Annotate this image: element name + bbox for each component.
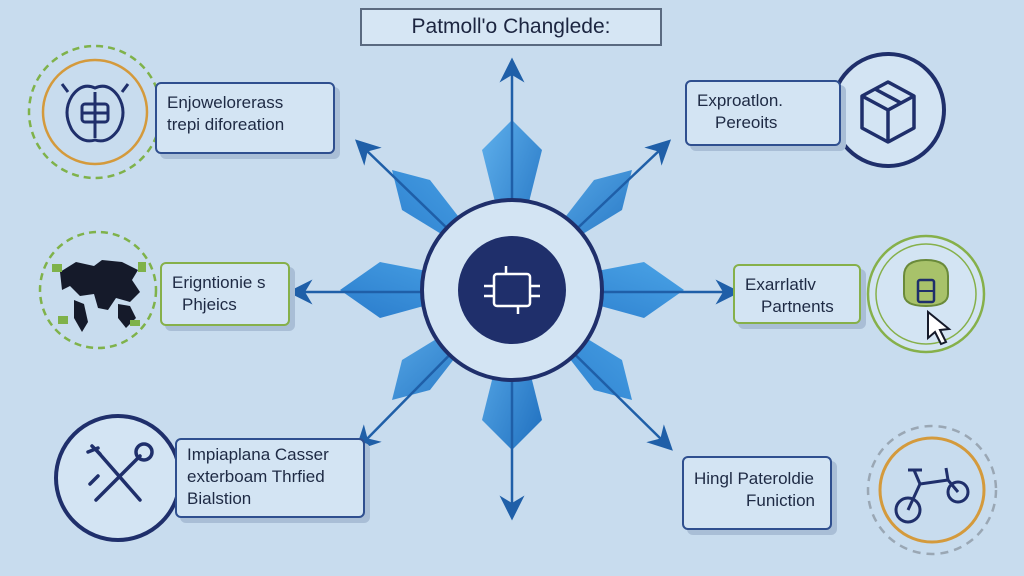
node-label-line: Exarrlatlv (745, 275, 816, 294)
node-label-line: Funiction (746, 491, 815, 510)
bicycle-icon-node (866, 424, 998, 556)
node-label-line: exterboam Thrfied (187, 467, 325, 486)
node-label-bottom-left: Impiaplana Casser exterboam Thrfied Bial… (175, 438, 365, 518)
diagram-title: Patmoll'o Changlede: (360, 8, 662, 46)
node-label-line: Bialstion (187, 489, 252, 508)
node-label-line: Erigntionie s (172, 273, 266, 292)
node-label-top-right: Exproatlon. Pereoits (685, 80, 841, 146)
node-label-line: Hingl Pateroldie (694, 469, 815, 488)
hub-circle (420, 198, 604, 382)
node-label-mid-right: Exarrlatlv Partnents (733, 264, 861, 324)
chip-icon (484, 266, 540, 314)
cube-icon (860, 80, 916, 144)
world-map-icon (60, 260, 140, 332)
brain-icon (60, 83, 130, 143)
cursor-icon (903, 258, 952, 346)
node-label-line: Phjeics (182, 295, 237, 314)
tools-icon (86, 442, 154, 502)
node-label-line: Partnents (761, 297, 834, 316)
node-label-line: trepi diforeation (167, 115, 285, 134)
node-label-bottom-right: Hingl Pateroldie Funiction (682, 456, 832, 530)
cube-icon-node (830, 52, 946, 168)
node-label-mid-left: Erigntionie s Phjeics (160, 262, 290, 326)
node-label-line: Pereoits (715, 113, 778, 132)
tools-icon-node (54, 414, 182, 542)
node-label-line: Exproatlon. (697, 91, 783, 110)
cursor-icon-node (866, 234, 986, 354)
node-label-top-left: Enjowelorerass trepi diforeation (155, 82, 335, 154)
brain-icon-node (27, 44, 163, 180)
node-label-line: Impiaplana Casser (187, 445, 329, 464)
node-label-line: Enjowelorerass (167, 93, 284, 112)
world-map-icon-node (38, 230, 158, 350)
bicycle-icon (894, 467, 970, 524)
